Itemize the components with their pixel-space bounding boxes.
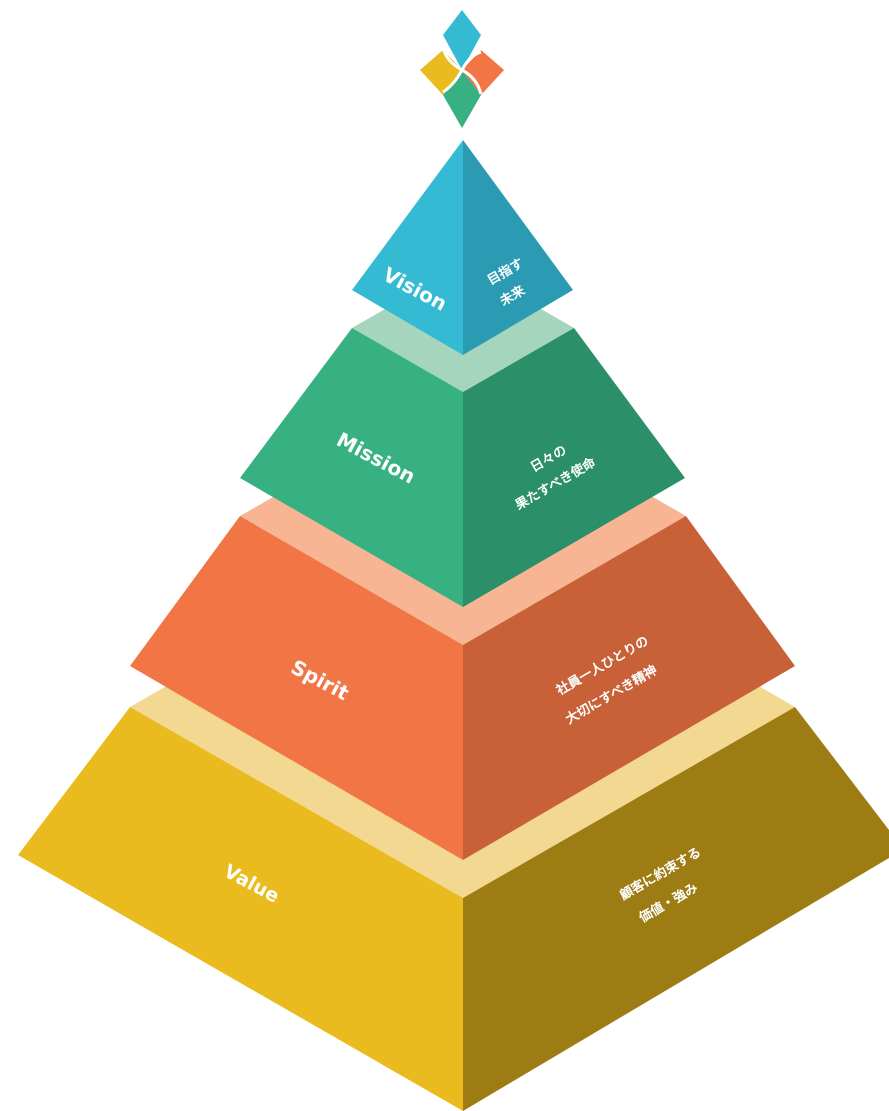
emblem-icon xyxy=(420,10,504,128)
emblem-petal-top xyxy=(443,10,481,70)
tier-vision: Vision 目指す 未来 xyxy=(352,140,573,355)
tier-mission-left-face xyxy=(240,328,463,607)
tier-spirit-right-face xyxy=(463,516,795,860)
tier-value-left-face xyxy=(18,707,463,1111)
tier-value-right-face xyxy=(463,707,889,1111)
tier-vision-right-face xyxy=(463,140,573,355)
emblem-petal-right xyxy=(462,50,504,95)
tier-mission-right-face xyxy=(463,328,685,607)
tier-spirit-left-face xyxy=(130,516,463,860)
tier-mission: Mission 日々の 果たすべき使命 xyxy=(240,264,685,607)
tier-vision-left-face xyxy=(352,140,463,355)
emblem-swirl-lines xyxy=(441,47,483,95)
